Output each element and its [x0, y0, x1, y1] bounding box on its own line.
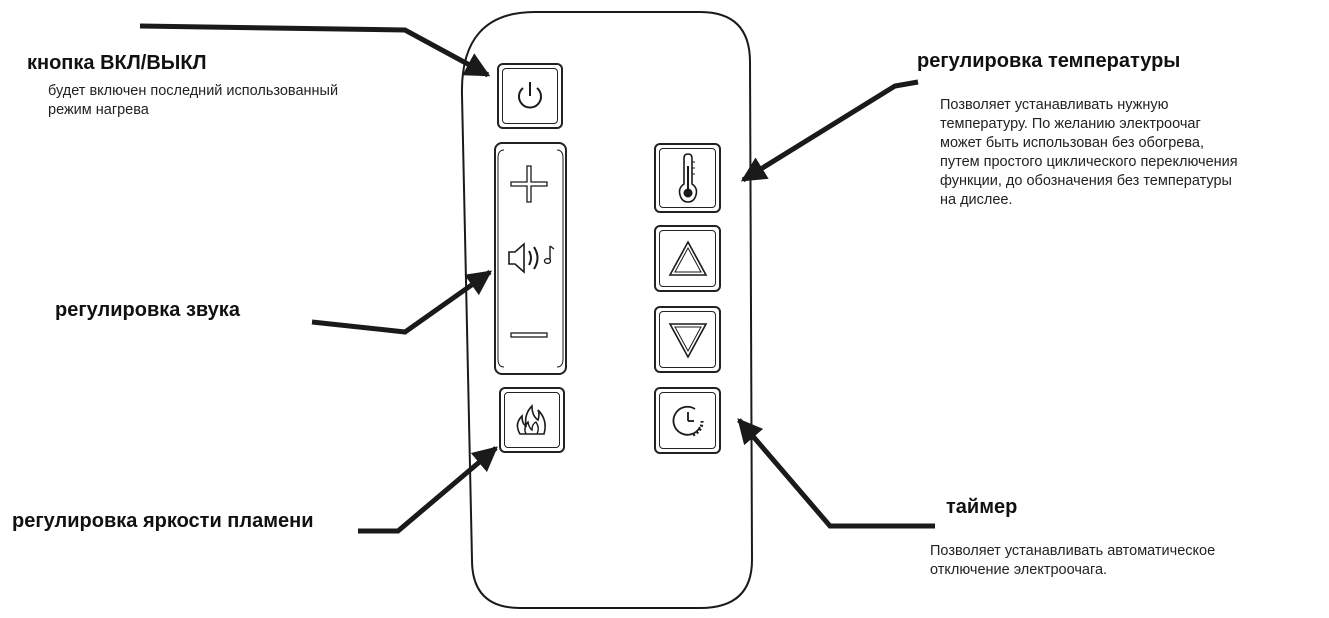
- timer-button[interactable]: [654, 387, 721, 454]
- volume-down-button[interactable]: [509, 328, 549, 342]
- minus-icon: [510, 332, 548, 338]
- temperature-arrow: [740, 79, 919, 183]
- plus-icon: [510, 165, 548, 203]
- triangle-up-icon: [668, 239, 707, 276]
- down-button[interactable]: [654, 306, 721, 373]
- power-title: кнопка ВКЛ/ВЫКЛ: [27, 52, 207, 74]
- thermometer-icon: [678, 153, 697, 203]
- flame-icon: [516, 404, 546, 435]
- speaker-music-icon: [508, 242, 555, 274]
- volume-up-button[interactable]: [509, 164, 549, 204]
- timer-title: таймер: [946, 496, 1018, 518]
- power-icon: [518, 82, 542, 109]
- timer-description: Позволяет устанавливать автоматическое о…: [930, 543, 1216, 578]
- flame-button[interactable]: [499, 387, 565, 453]
- power-arrow: [139, 23, 491, 78]
- sound-title: регулировка звука: [55, 299, 240, 321]
- sound-arrow: [311, 269, 493, 335]
- up-button[interactable]: [654, 225, 721, 292]
- flame-title: регулировка яркости пламени: [12, 510, 314, 532]
- sound-icon: [506, 240, 556, 276]
- power-description: будет включен последний использованный р…: [48, 83, 339, 118]
- triangle-down-icon: [668, 322, 707, 359]
- temperature-title: регулировка температуры: [917, 50, 1181, 72]
- timer-icon: [672, 405, 703, 436]
- temperature-description: Позволяет устанавливать нужную температу…: [940, 97, 1238, 208]
- flame-arrow: [358, 446, 498, 534]
- volume-group: [494, 142, 567, 375]
- power-button[interactable]: [497, 63, 563, 129]
- temperature-button[interactable]: [654, 143, 721, 213]
- timer-arrow: [737, 418, 935, 529]
